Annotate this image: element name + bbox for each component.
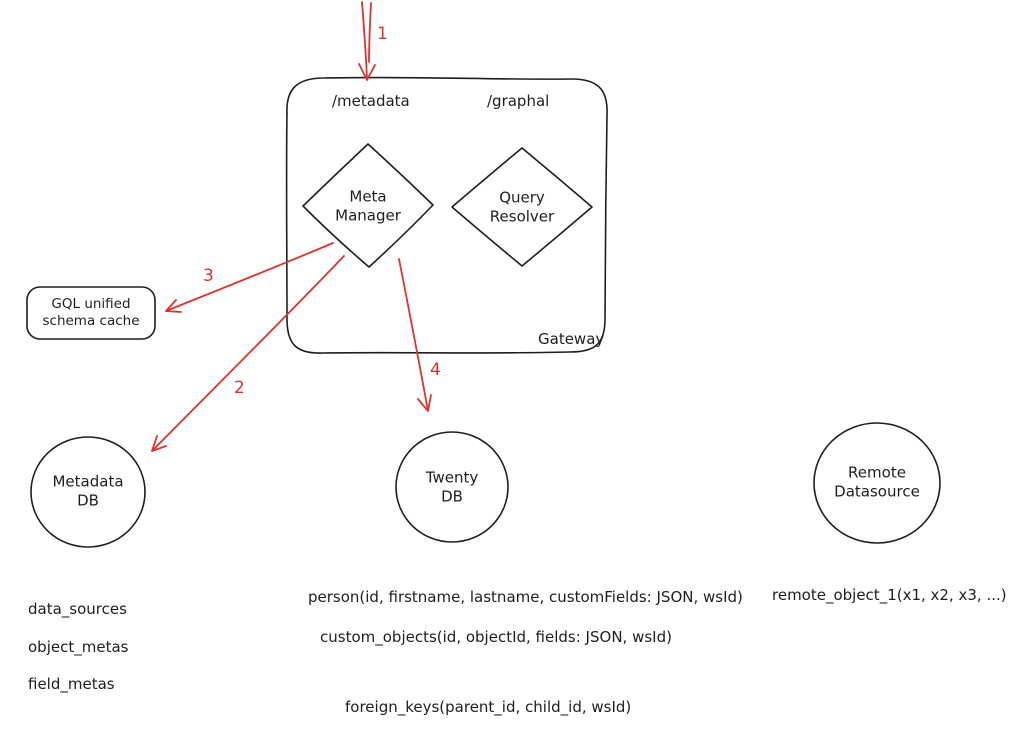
endpoint-metadata-label: /metadata	[332, 92, 410, 110]
metadata-db-tables: data_sources object_metas field_metas	[28, 581, 128, 713]
arrow-4-label: 4	[430, 360, 441, 380]
meta-manager-diamond	[302, 143, 434, 268]
arrow-3-label: 3	[203, 266, 214, 286]
twenty-db-table-custom-objects: custom_objects(id, objectId, fields: JSO…	[320, 628, 672, 646]
arrow-4	[398, 258, 432, 412]
gateway-label: Gateway	[538, 330, 605, 348]
query-resolver-label: Query Resolver	[489, 188, 555, 225]
remote-datasource-table: remote_object_1(x1, x2, x3, ...)	[772, 586, 1007, 604]
twenty-db-label: Twenty DB	[425, 468, 479, 505]
metadata-db-table: data_sources	[28, 599, 127, 618]
remote-datasource-label: Remote Datasource	[834, 463, 920, 500]
cache-label: GQL unified schema cache	[42, 296, 140, 329]
query-resolver-diamond	[451, 147, 593, 267]
meta-manager-label: Meta Manager	[335, 187, 401, 224]
arrow-1	[358, 1, 376, 81]
endpoint-graphql-label: /graphal	[487, 92, 550, 110]
arrow-2-label: 2	[234, 378, 245, 398]
gateway-box	[285, 76, 608, 354]
arrow-1-label: 1	[377, 24, 388, 44]
twenty-db-table-foreign-keys: foreign_keys(parent_id, child_id, wsId)	[345, 698, 632, 716]
cache-box	[26, 286, 156, 340]
metadata-db-label: Metadata DB	[52, 472, 124, 509]
metadata-db-circle	[30, 436, 146, 548]
metadata-db-table: field_metas	[28, 675, 115, 694]
arrow-2	[151, 255, 345, 452]
remote-datasource-circle	[813, 422, 941, 544]
twenty-db-table-person: person(id, firstname, lastname, customFi…	[308, 588, 743, 606]
twenty-db-circle	[395, 431, 509, 543]
metadata-db-table: object_metas	[28, 637, 129, 656]
arrow-3	[165, 242, 334, 313]
